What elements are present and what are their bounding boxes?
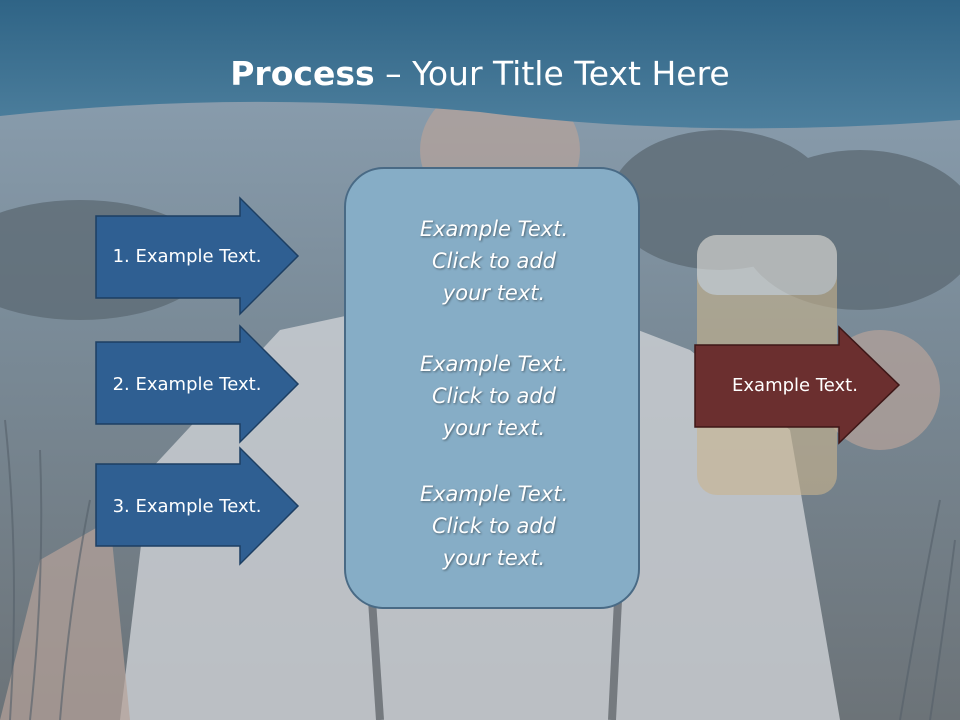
left-arrow-label: 3. Example Text.	[112, 495, 262, 517]
slide-title[interactable]: Process – Your Title Text Here	[0, 52, 960, 96]
center-paragraph-3: Example Text. Click to add your text.	[346, 478, 642, 574]
left-arrow-1[interactable]: 1. Example Text.	[95, 196, 300, 316]
center-text-box[interactable]: Example Text. Click to add your text. Ex…	[344, 167, 640, 609]
header-band	[0, 0, 960, 129]
paragraph-line: your text.	[442, 416, 546, 440]
right-arrow[interactable]: Example Text.	[694, 325, 901, 445]
left-arrow-label: 1. Example Text.	[112, 245, 262, 267]
left-arrow-3[interactable]: 3. Example Text.	[95, 446, 300, 566]
arrow-right-shape-icon	[694, 325, 901, 445]
left-arrow-label: 2. Example Text.	[112, 373, 262, 395]
paragraph-line: Example Text.	[419, 352, 569, 376]
center-paragraph-1: Example Text. Click to add your text.	[346, 213, 642, 309]
paragraph-line: Click to add	[431, 249, 556, 273]
paragraph-line: your text.	[442, 546, 546, 570]
left-arrow-2[interactable]: 2. Example Text.	[95, 324, 300, 444]
paragraph-line: your text.	[442, 281, 546, 305]
arrow-right-shape-icon	[95, 196, 300, 316]
center-paragraph-2: Example Text. Click to add your text.	[346, 348, 642, 444]
right-arrow-label: Example Text.	[732, 374, 858, 396]
arrow-right-shape-icon	[95, 324, 300, 444]
title-rest: – Your Title Text Here	[374, 54, 730, 93]
paragraph-line: Example Text.	[419, 482, 569, 506]
arrow-right-shape-icon	[95, 446, 300, 566]
paragraph-line: Click to add	[431, 514, 556, 538]
paragraph-line: Example Text.	[419, 217, 569, 241]
paragraph-line: Click to add	[431, 384, 556, 408]
title-bold: Process	[230, 54, 375, 93]
